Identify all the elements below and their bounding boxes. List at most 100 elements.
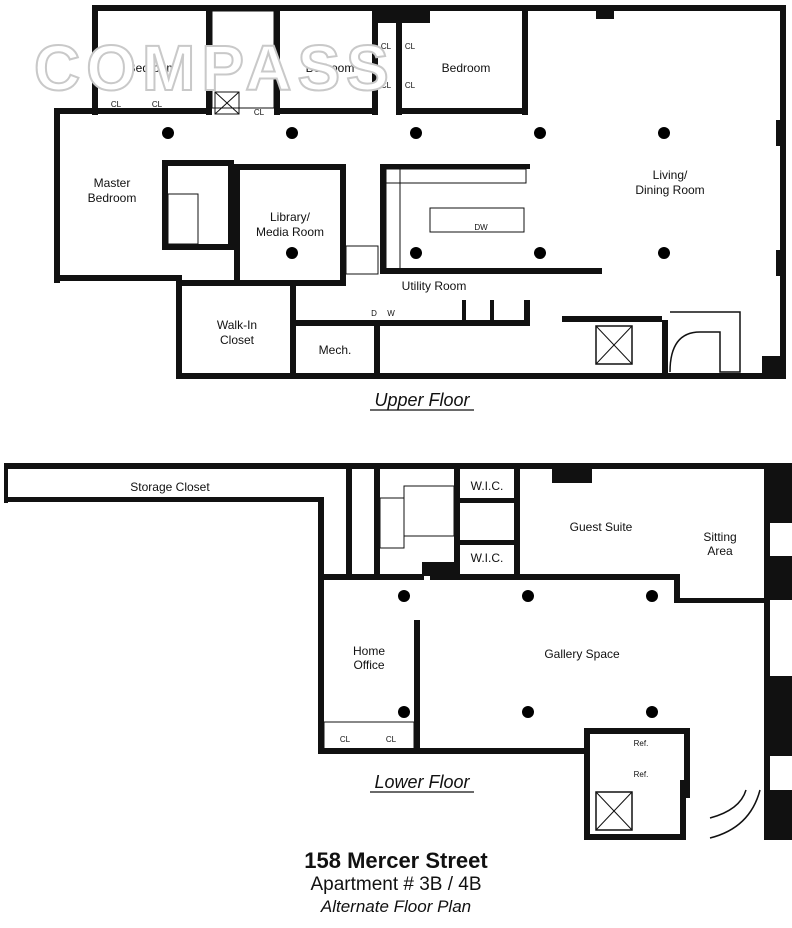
wall [414, 620, 420, 750]
upper-room-labels: Bedroom Bedroom Bedroom Master Bedroom L… [88, 42, 705, 411]
lower-columns [398, 590, 658, 718]
wall [54, 108, 60, 283]
wall [584, 728, 590, 840]
shower-outline [403, 485, 455, 537]
wall [54, 275, 179, 281]
column [522, 706, 534, 718]
room-label-home-2: Office [353, 658, 384, 672]
room-label-master-1: Master [94, 176, 131, 190]
floor-plan-drawing: Bedroom Bedroom Bedroom Master Bedroom L… [4, 5, 792, 840]
wall [430, 574, 680, 580]
wall [176, 373, 668, 379]
room-label-library-2: Media Room [256, 225, 324, 239]
room-label-wic-top: W.I.C. [471, 479, 504, 493]
staircase [709, 789, 761, 839]
wall [762, 356, 786, 379]
lower-room-labels: Storage Closet W.I.C. W.I.C. Guest Suite… [130, 479, 737, 793]
room-label-utility: Utility Room [402, 279, 467, 293]
wall [524, 300, 530, 326]
column [534, 127, 546, 139]
room-label-living-1: Living/ [653, 168, 688, 182]
wall [92, 5, 782, 11]
washer-label: W [387, 309, 395, 318]
wall [776, 250, 786, 276]
column [646, 706, 658, 718]
wall [54, 108, 98, 114]
room-label-storage: Storage Closet [130, 480, 210, 494]
column [286, 247, 298, 259]
wall [764, 676, 792, 756]
wall [374, 469, 380, 577]
wall [176, 275, 182, 379]
closet-label: CL [386, 735, 397, 744]
closet-label: CL [381, 42, 392, 51]
wall [454, 540, 520, 545]
wall [346, 469, 352, 579]
room-label-wic-bottom: W.I.C. [471, 551, 504, 565]
wall [584, 834, 686, 840]
wall [228, 160, 234, 250]
wall [764, 790, 792, 840]
wall [552, 469, 592, 483]
wall [462, 300, 466, 326]
room-label-home-1: Home [353, 644, 385, 658]
column [534, 247, 546, 259]
elevator-outline [595, 791, 633, 831]
upper-floor-title: Upper Floor [374, 390, 470, 410]
shower-outline [345, 245, 379, 275]
wall [380, 164, 530, 169]
wall [378, 5, 430, 23]
staircase [709, 789, 747, 819]
wall [374, 326, 380, 374]
room-label-sitting-2: Area [707, 544, 733, 558]
wall [234, 280, 346, 286]
property-address: 158 Mercer Street [304, 848, 488, 873]
room-label-sitting-1: Sitting [703, 530, 736, 544]
wall [596, 11, 614, 19]
wall [764, 463, 792, 523]
wall [162, 160, 168, 248]
compass-watermark: COMPASS [34, 32, 395, 104]
room-label-bedroom-3: Bedroom [442, 61, 491, 75]
wall [380, 268, 602, 274]
staircase [669, 311, 741, 373]
kitchen-island [429, 207, 525, 233]
wall [674, 574, 680, 602]
wall [206, 11, 212, 115]
room-label-walkin-2: Closet [220, 333, 255, 347]
wall [274, 108, 378, 114]
wall [340, 164, 346, 286]
column [522, 590, 534, 602]
closet-label: CL [111, 100, 122, 109]
lower-floor-title: Lower Floor [374, 772, 470, 792]
upper-floor-plan [54, 5, 786, 379]
wall [4, 463, 8, 503]
column [658, 247, 670, 259]
wall [776, 120, 786, 146]
column [410, 127, 422, 139]
wall [684, 728, 690, 798]
plan-footer: 158 Mercer Street Apartment # 3B / 4B Al… [0, 848, 792, 918]
elevator-x [595, 325, 633, 365]
bathtub-outline [379, 497, 405, 549]
kitchen-counter [385, 168, 401, 270]
wall [454, 498, 520, 503]
wall [662, 320, 668, 379]
wall [162, 244, 234, 250]
wall [182, 280, 240, 286]
wall [396, 108, 526, 114]
plan-note: Alternate Floor Plan [320, 897, 472, 917]
closet-outline [323, 721, 415, 751]
lower-floor-plan [4, 463, 792, 840]
closet-label: CL [152, 100, 163, 109]
wall [380, 164, 386, 274]
wall [274, 11, 280, 115]
closet-label: CL [405, 42, 416, 51]
elevator-outline [595, 325, 633, 365]
closet-label: CL [381, 81, 392, 90]
column [398, 706, 410, 718]
wall [92, 5, 98, 115]
closet-label: CL [340, 735, 351, 744]
wall [162, 160, 234, 166]
refrigerator-label: Ref. [634, 770, 649, 779]
